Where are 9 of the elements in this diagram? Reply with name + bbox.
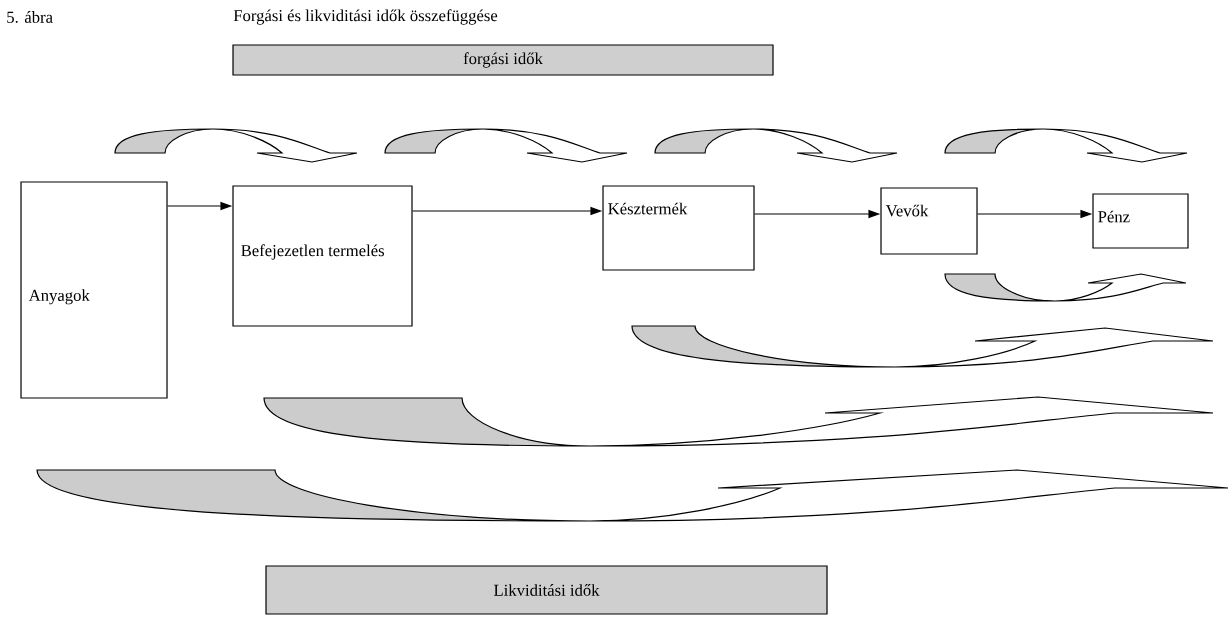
band-box: Likviditási idők <box>265 565 828 615</box>
process-box: Vevők <box>880 187 978 255</box>
band-box: forgási idők <box>232 44 774 76</box>
process-box: Pénz <box>1092 193 1189 249</box>
process-box: Befejezetlen termelés <box>232 185 413 327</box>
figure-title: Forgási és likviditási idők összefüggése <box>233 9 498 25</box>
process-box: Anyagok <box>20 181 168 399</box>
figure-number: 5. ábra <box>7 11 53 23</box>
process-box: Késztermék <box>602 185 755 271</box>
